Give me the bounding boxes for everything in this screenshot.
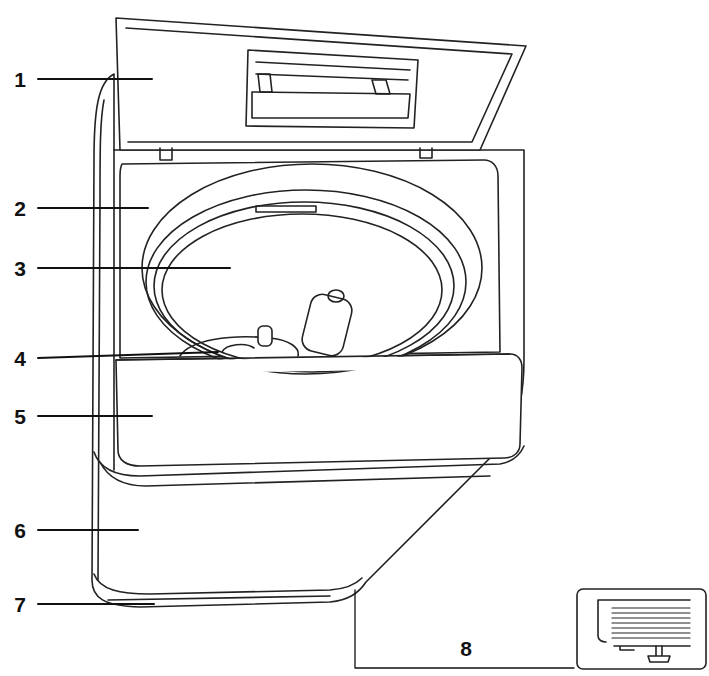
leader-line <box>38 207 148 209</box>
leader-line <box>38 603 154 605</box>
lint-filter <box>300 292 355 358</box>
leader-line <box>38 352 218 358</box>
inset-base <box>614 646 690 650</box>
callout-number: 7 <box>14 594 26 615</box>
callout-number: 1 <box>14 69 26 90</box>
callout-number: 6 <box>14 520 26 541</box>
dispenser <box>246 50 418 128</box>
lid-inner <box>126 28 512 142</box>
base-plinth <box>94 574 362 594</box>
cabinet-edge <box>98 100 114 580</box>
base-plinth-line <box>108 596 330 600</box>
hinge <box>160 148 432 160</box>
drum-outer <box>146 190 466 374</box>
callout-number: 4 <box>14 348 26 369</box>
lid <box>116 18 526 150</box>
leader-line <box>38 529 138 531</box>
callout-number: 2 <box>14 198 26 219</box>
leader-line <box>355 590 574 668</box>
lint-filter-cap <box>328 290 344 302</box>
ring-clip <box>256 206 316 212</box>
callout-number: 8 <box>460 638 472 659</box>
dispenser-tab <box>258 74 390 94</box>
callout-number: 3 <box>14 258 26 279</box>
inset-foot <box>648 646 670 662</box>
leader-line <box>38 78 152 80</box>
leader-line <box>38 415 152 417</box>
cabinet-outline <box>92 74 524 607</box>
leader-lines <box>38 79 574 668</box>
pulsator-fin <box>258 326 272 346</box>
inset-cabinet <box>598 600 690 642</box>
drum-inner <box>162 214 442 366</box>
front-panel-top <box>119 355 509 374</box>
inset-stripes <box>612 608 690 638</box>
front-panel <box>116 354 522 466</box>
drum-rim <box>154 202 454 370</box>
pulsator-hub <box>222 345 254 352</box>
callout-number: 5 <box>14 406 26 427</box>
front-panel-edge <box>116 354 510 360</box>
leader-line <box>38 267 230 269</box>
inset-frame <box>577 589 706 669</box>
dispenser-tray <box>252 62 410 118</box>
